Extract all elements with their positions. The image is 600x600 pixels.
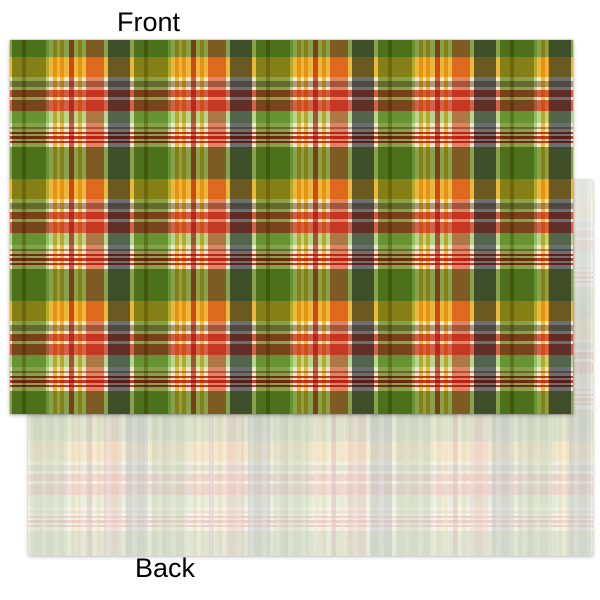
back-label: Back xyxy=(135,553,196,583)
front-sheet-preview xyxy=(10,40,573,414)
front-label: Front xyxy=(117,7,181,37)
